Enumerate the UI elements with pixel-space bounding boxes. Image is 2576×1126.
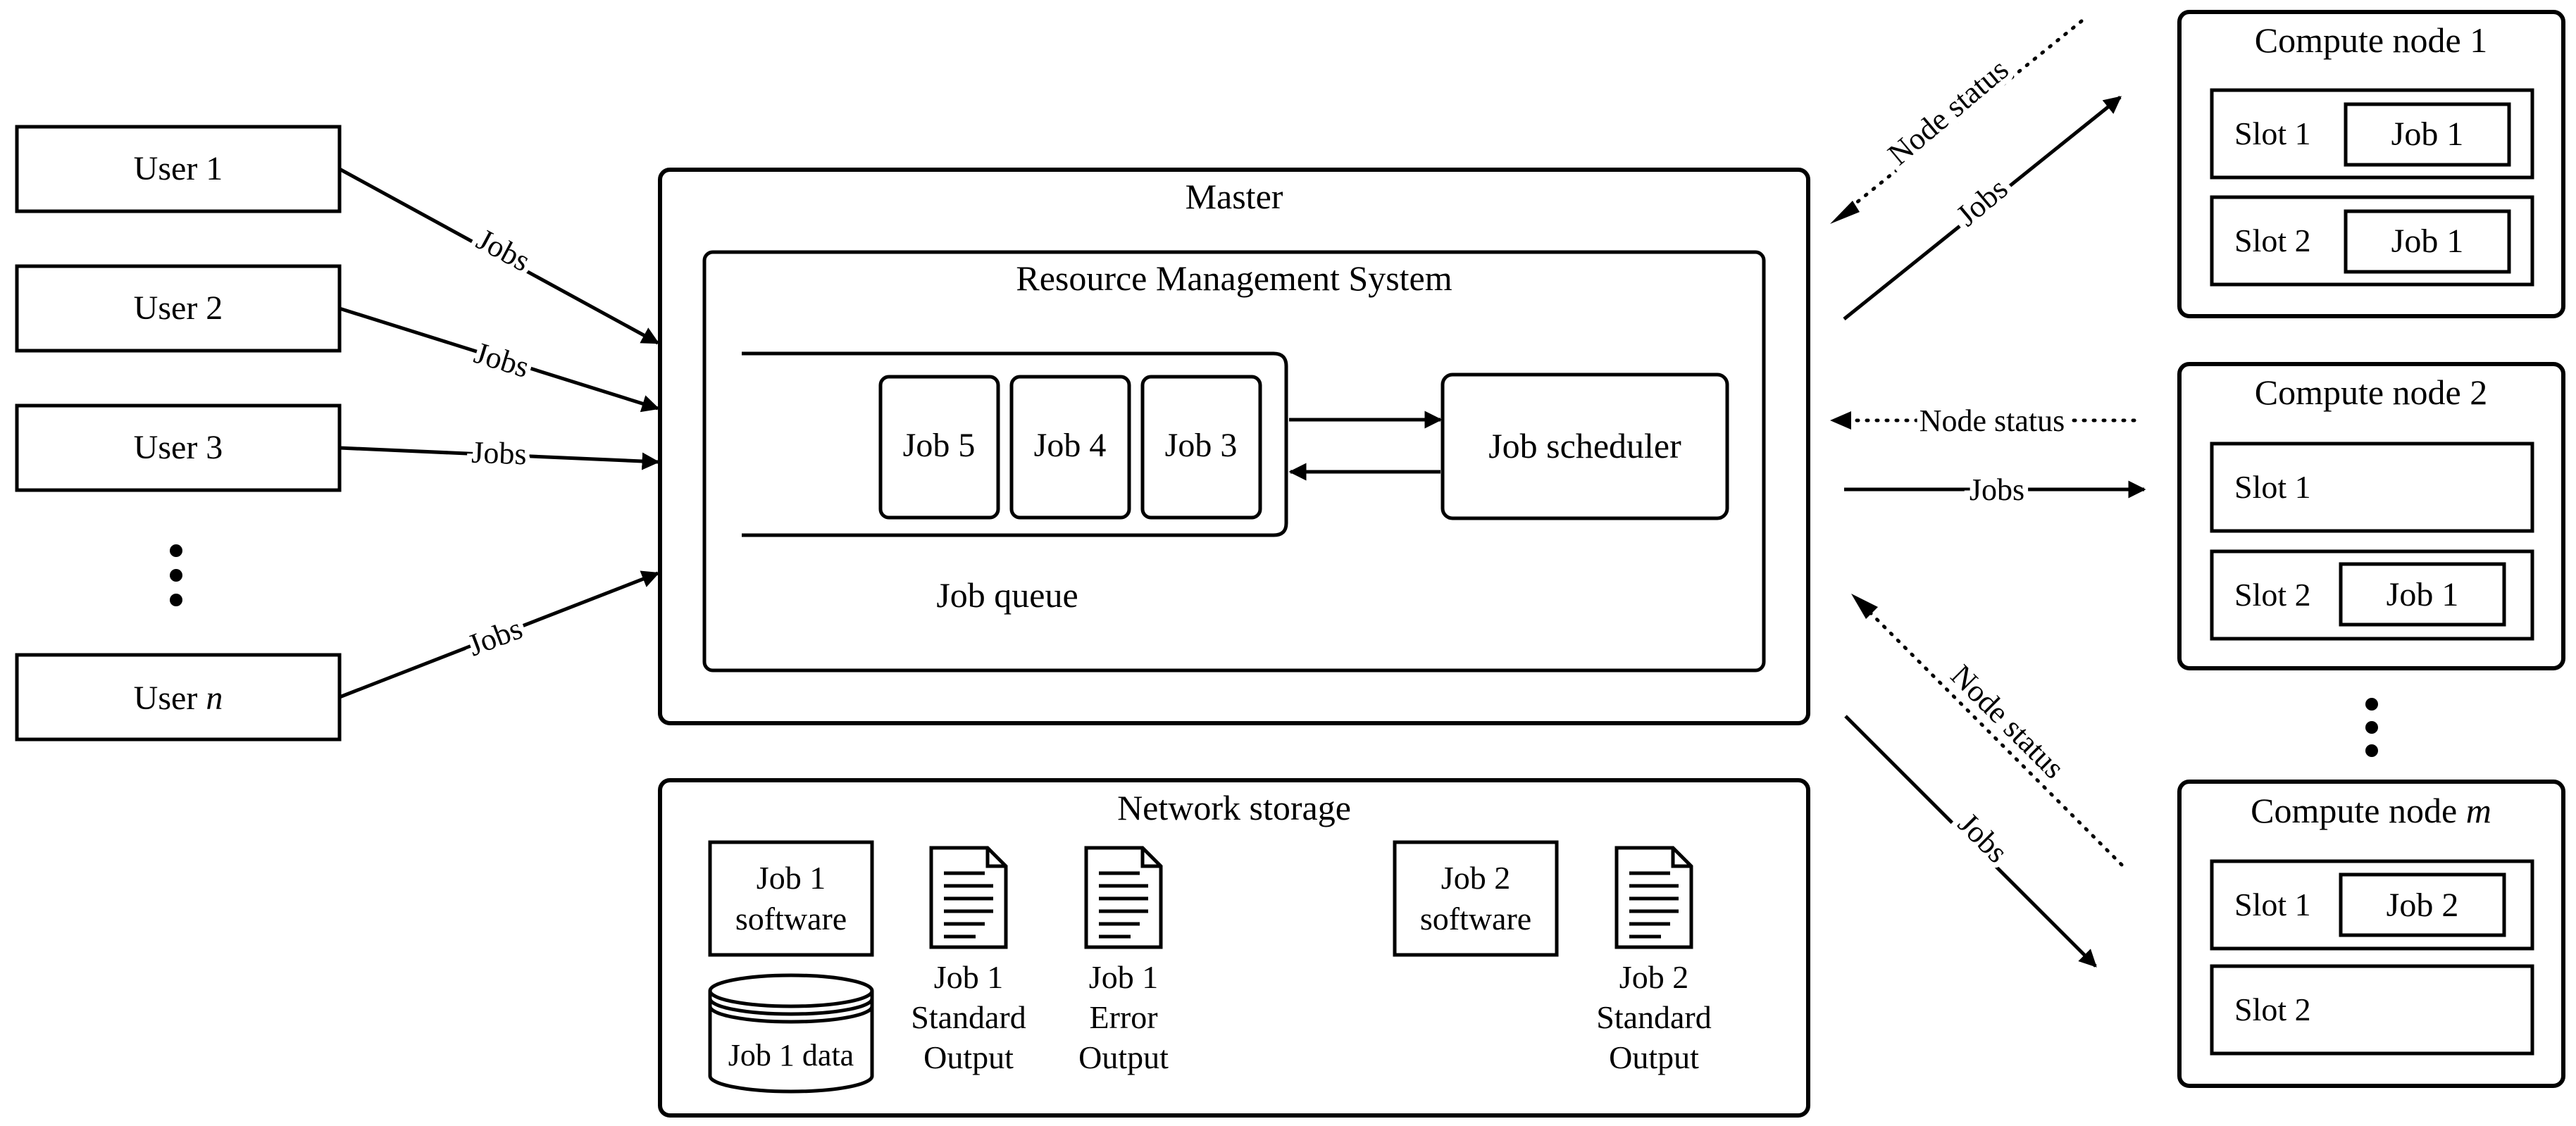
- queue-job-5: Job 5: [878, 375, 1000, 520]
- user-3-box: User 3: [15, 404, 342, 492]
- svg-text:Slot 1: Slot 1: [2234, 115, 2311, 151]
- node-m-status-label: Node status: [1944, 658, 2072, 785]
- svg-text:Job 5: Job 5: [903, 427, 976, 464]
- job-scheduler-label: Job scheduler: [1488, 426, 1681, 465]
- node-1-jobs-label: Jobs: [1950, 171, 2014, 233]
- compute-node-m-title: Compute node m: [2251, 791, 2491, 830]
- node-m-jobs-arrow: [1844, 715, 2097, 968]
- user-1-label: User 1: [134, 150, 223, 187]
- compute-node-m-box: Compute node m Slot 1 Job 2 Slot 2: [2177, 780, 2565, 1088]
- job-2-stdout-label: Job 2: [1619, 959, 1688, 995]
- svg-text:Slot 2: Slot 2: [2234, 223, 2311, 258]
- user-n-var: n: [206, 680, 223, 717]
- user-3-jobs-label: Jobs: [471, 435, 528, 472]
- node-2-slot-2-job: Job 1: [2387, 576, 2459, 613]
- svg-text:Slot 1: Slot 1: [2234, 887, 2311, 922]
- user-n-prefix: User: [134, 680, 206, 717]
- svg-text:software: software: [735, 901, 847, 937]
- user-1-box: User 1: [15, 125, 342, 213]
- node-2-status-arrowhead: [1830, 411, 1851, 430]
- user-n-jobs-label: Jobs: [463, 611, 527, 663]
- user-n-label: User n: [134, 680, 223, 717]
- node-1-status-label: Node status: [1881, 52, 2015, 172]
- user-3-jobs-arrow: [339, 446, 660, 470]
- node-m-slot-1: Slot 1 Job 2: [2210, 859, 2534, 951]
- svg-text:Job 2: Job 2: [1441, 860, 1510, 896]
- job-2-stdout-doc-icon: [1614, 846, 1693, 949]
- job-2-stdout-label-2: Standard: [1596, 999, 1712, 1035]
- job-scheduler-box: Job scheduler: [1441, 373, 1729, 520]
- user-2-jobs-arrow: [339, 306, 660, 413]
- user-2-jobs-label: Jobs: [471, 335, 533, 384]
- node-1-status-arrow: [1835, 19, 2084, 220]
- user-3-label: User 3: [134, 429, 223, 466]
- job-1-error-doc-icon: [1084, 846, 1163, 949]
- compute-node-2-title: Compute node 2: [2255, 373, 2488, 412]
- node-1-slot-2: Slot 2 Job 1: [2210, 195, 2534, 287]
- compute-node-1-box: Compute node 1 Slot 1 Job 1 Slot 2 Job 1: [2177, 10, 2565, 318]
- node-m-slot-2: Slot 2: [2210, 964, 2534, 1056]
- job-2-software-box: Job 2 software: [1393, 840, 1559, 957]
- node-1-slot-2-job: Job 1: [2391, 223, 2464, 260]
- user-1-jobs-arrow: [338, 167, 660, 345]
- job-queue-label: Job queue: [936, 575, 1078, 615]
- users-ellipsis: [170, 544, 182, 606]
- node-m-slot-1-job: Job 2: [2387, 887, 2459, 924]
- job-1-error-label-3: Output: [1078, 1039, 1169, 1075]
- node-m-status-arrowhead: [1851, 594, 1878, 619]
- queue-job-3: Job 3: [1140, 375, 1262, 520]
- svg-text:software: software: [1420, 901, 1531, 937]
- svg-text:Slot 1: Slot 1: [2234, 469, 2311, 505]
- svg-text:Job 1: Job 1: [757, 860, 826, 896]
- job-2-stdout-label-3: Output: [1609, 1039, 1699, 1075]
- job-1-stdout-doc-icon: [929, 846, 1008, 949]
- job-1-error-label-2: Error: [1089, 999, 1157, 1035]
- node-2-slot-2: Slot 2 Job 1: [2210, 549, 2534, 641]
- job-1-stdout-label-2: Standard: [911, 999, 1026, 1035]
- node-2-slot-1: Slot 1: [2210, 442, 2534, 533]
- nodes-ellipsis: [2365, 698, 2378, 757]
- node-1-slot-1-job: Job 1: [2391, 115, 2464, 153]
- job-1-stdout-label-3: Output: [923, 1039, 1014, 1075]
- master-title: Master: [1186, 177, 1283, 216]
- user-n-box: User n: [15, 653, 342, 742]
- job-queue: Job 5 Job 4 Job 3 Job queue: [742, 351, 1288, 615]
- user-2-label: User 2: [134, 289, 223, 327]
- svg-text:Job 3: Job 3: [1165, 427, 1238, 464]
- node-m-jobs-label: Jobs: [1951, 806, 2015, 870]
- job-1-stdout-label: Job 1: [934, 959, 1003, 995]
- svg-text:Slot 2: Slot 2: [2234, 991, 2311, 1027]
- user-n-jobs-arrow: [339, 570, 660, 699]
- job-1-data-label: Job 1 data: [728, 1038, 854, 1072]
- node-1-status-arrowhead: [1830, 201, 1860, 224]
- svg-text:Slot 2: Slot 2: [2234, 577, 2311, 613]
- node-2-status-label: Node status: [1919, 404, 2065, 438]
- rms-title: Resource Management System: [1016, 258, 1452, 298]
- svg-text:Job 4: Job 4: [1034, 427, 1107, 464]
- job-1-error-label: Job 1: [1089, 959, 1158, 995]
- user-2-box: User 2: [15, 264, 342, 353]
- network-storage-title: Network storage: [1117, 788, 1351, 827]
- compute-node-1-title: Compute node 1: [2255, 20, 2488, 60]
- node-m-status-arrow: [1861, 603, 2124, 867]
- queue-job-4: Job 4: [1009, 375, 1131, 520]
- job-1-software-box: Job 1 software: [708, 840, 874, 957]
- node-2-jobs-label: Jobs: [1970, 473, 2024, 507]
- node-1-slot-1: Slot 1 Job 1: [2210, 88, 2534, 180]
- node-1-jobs-arrow: [1843, 96, 2122, 320]
- compute-node-2-box: Compute node 2 Slot 1 Slot 2 Job 1: [2177, 362, 2565, 670]
- database-icon: Job 1 data: [708, 973, 874, 1094]
